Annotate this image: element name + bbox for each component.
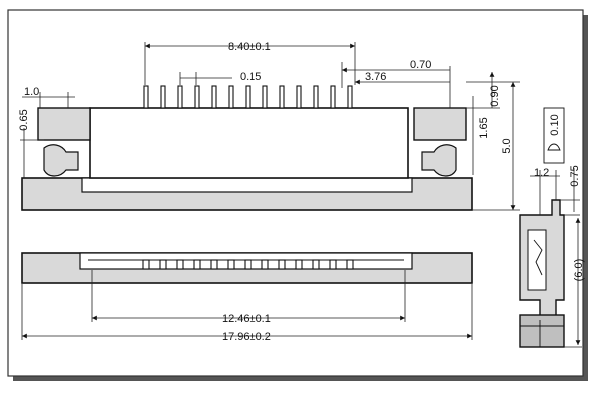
top-pin [177, 85, 183, 109]
bottom-pin [261, 259, 269, 270]
dim-label-inner: 12.46±0.1 [222, 313, 271, 325]
top-pin [143, 85, 149, 109]
dim-label-pitch: 0.15 [240, 71, 261, 83]
right-latch-hook [421, 144, 457, 177]
bottom-pin [210, 259, 218, 270]
left-latch-hook [43, 144, 79, 177]
bottom-pin [295, 259, 303, 270]
dim-label-10: 1.0 [24, 86, 39, 98]
side-view: 1.2 0.75 (6.0) 0.10 [519, 107, 585, 348]
top-pin [313, 85, 319, 109]
top-view-housing [89, 107, 409, 179]
top-view-slot [81, 177, 413, 193]
side-view-contact [533, 239, 543, 276]
bottom-pin [142, 259, 150, 270]
bottom-pin [278, 259, 286, 270]
top-pin [228, 85, 234, 109]
bottom-pin [159, 259, 167, 270]
top-pin [194, 85, 200, 109]
top-pin [211, 85, 217, 109]
dim-label-60: (6.0) [573, 259, 585, 282]
dim-label-065: 0.65 [18, 109, 30, 130]
bottom-pin [244, 259, 252, 270]
right-latch-block [413, 107, 467, 141]
bottom-pin [346, 259, 354, 270]
dim-label-070: 0.70 [410, 59, 431, 71]
top-pin [330, 85, 336, 109]
left-latch-block [37, 107, 91, 141]
side-view-base [519, 314, 565, 348]
bottom-pin [193, 259, 201, 270]
top-pin [160, 85, 166, 109]
dim-label-50: 5.0 [501, 138, 513, 153]
dim-label-165: 1.65 [478, 117, 490, 138]
bottom-pin [329, 259, 337, 270]
detail-profile-icon [547, 143, 561, 151]
top-pin [262, 85, 268, 109]
top-pins [143, 85, 353, 109]
top-view: 8.40±0.1 0.15 0.70 3.76 1.0 0.65 1.65 0.… [18, 41, 520, 211]
dim-label-overall: 17.96±0.2 [222, 331, 271, 343]
dim-label-376: 3.76 [365, 71, 386, 83]
bottom-pins [142, 259, 354, 270]
bottom-pin [176, 259, 184, 270]
top-pin [296, 85, 302, 109]
top-pin [347, 85, 353, 109]
dim-label-075: 0.75 [569, 165, 581, 186]
bottom-pin [227, 259, 235, 270]
bottom-view: 12.46±0.1 17.96±0.2 [21, 252, 473, 343]
top-pin [279, 85, 285, 109]
top-pin [245, 85, 251, 109]
dim-label-width: 8.40±0.1 [228, 41, 271, 53]
dim-label-12: 1.2 [534, 167, 549, 179]
bottom-pin [312, 259, 320, 270]
dim-label-090: 0.90 [489, 85, 501, 106]
detail-label-010: 0.10 [549, 114, 561, 135]
